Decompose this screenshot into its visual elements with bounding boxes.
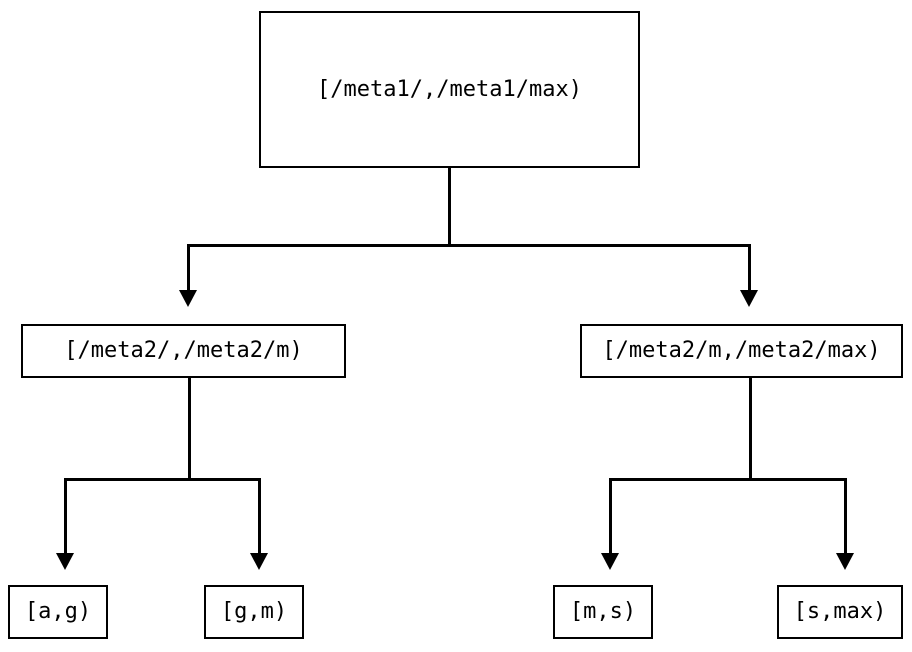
arrow-down-icon-to-leaf-ag [56,553,74,570]
tree-node-mid-right[interactable]: [/meta2/m,/meta2/max) [580,324,903,378]
tree-node-leaf-gm[interactable]: [g,m) [204,585,304,639]
edge-mid-right-crossbar [609,478,847,481]
edge-root-stem [448,168,451,247]
tree-node-root-label: [/meta1/,/meta1/max) [317,76,582,102]
edge-mid-right-to-leaf-smax-drop [844,478,847,554]
edge-mid-right-stem [749,378,752,481]
edge-root-to-mid-left-drop [187,244,190,291]
tree-node-mid-left-label: [/meta2/,/meta2/m) [64,338,303,363]
arrow-down-icon-to-leaf-smax [836,553,854,570]
tree-node-leaf-smax[interactable]: [s,max) [777,585,903,639]
edge-mid-left-to-leaf-ag-drop [64,478,67,554]
edge-mid-right-to-leaf-ms-drop [609,478,612,554]
tree-node-mid-left[interactable]: [/meta2/,/meta2/m) [21,324,346,378]
tree-node-root[interactable]: [/meta1/,/meta1/max) [259,11,640,168]
arrow-down-icon-to-leaf-ms [601,553,619,570]
edge-mid-left-stem [188,378,191,481]
tree-node-leaf-gm-label: [g,m) [220,599,288,624]
tree-node-leaf-smax-label: [s,max) [793,599,887,624]
tree-node-leaf-ag[interactable]: [a,g) [8,585,108,639]
tree-node-leaf-ms-label: [m,s) [569,599,637,624]
edge-mid-left-to-leaf-gm-drop [258,478,261,554]
tree-node-leaf-ms[interactable]: [m,s) [553,585,653,639]
edge-root-crossbar [187,244,751,247]
arrow-down-icon-root-to-mid-left [179,290,197,307]
arrow-down-icon-to-leaf-gm [250,553,268,570]
tree-node-leaf-ag-label: [a,g) [24,599,92,624]
tree-node-mid-right-label: [/meta2/m,/meta2/max) [602,338,881,363]
edge-root-to-mid-right-drop [748,244,751,291]
edge-mid-left-crossbar [64,478,261,481]
arrow-down-icon-root-to-mid-right [740,290,758,307]
